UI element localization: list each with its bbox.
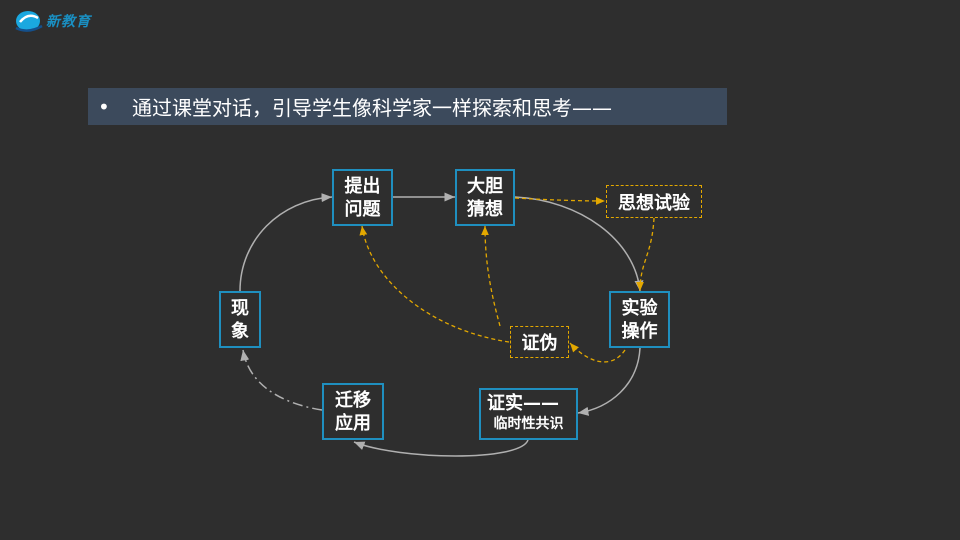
arrow-phenomenon-to-ask — [239, 193, 333, 292]
node-apply-line2: 应用 — [335, 412, 371, 434]
node-experiment-line2: 操作 — [621, 320, 658, 342]
node-verify: 证实—— 临时性共识 — [479, 388, 578, 440]
bullet: • — [98, 94, 110, 119]
node-ask-line2: 问题 — [344, 198, 381, 220]
node-phenomenon-line1: 现 — [231, 297, 249, 319]
title-bar: • 通过课堂对话，引导学生像科学家一样探索和思考—— — [88, 88, 727, 125]
logo: 新教育 — [14, 8, 91, 34]
node-guess-line1: 大胆 — [467, 175, 503, 197]
node-experiment-line1: 实验 — [621, 297, 658, 319]
arrow-guess-to-thought — [514, 197, 606, 205]
node-experiment: 实验 操作 — [609, 291, 670, 348]
node-phenomenon-line2: 象 — [231, 320, 249, 342]
arrow-falsify-to-ask — [359, 225, 510, 343]
arrow-falsify-to-guess — [481, 225, 501, 327]
node-thought-experiment: 思想试验 — [606, 185, 702, 218]
logo-icon — [15, 11, 43, 32]
node-apply-line1: 迁移 — [335, 389, 371, 411]
node-verify-line2: 临时性共识 — [493, 416, 564, 432]
node-phenomenon: 现 象 — [219, 291, 261, 348]
node-verify-line1: 证实—— — [487, 393, 559, 414]
node-falsify-label: 证伪 — [521, 333, 558, 354]
node-guess: 大胆 猜想 — [455, 169, 515, 226]
node-guess-line2: 猜想 — [467, 198, 503, 220]
node-ask-line1: 提出 — [344, 175, 381, 197]
logo-text: 新教育 — [46, 14, 91, 30]
arrow-verify-to-apply — [353, 439, 529, 457]
node-ask: 提出 问题 — [332, 169, 393, 226]
arrow-experiment-to-verify — [577, 347, 641, 416]
arrow-thought-to-experiment — [636, 217, 655, 292]
node-thought-label: 思想试验 — [618, 192, 690, 214]
node-falsify: 证伪 — [510, 326, 569, 358]
node-apply: 迁移 应用 — [322, 383, 384, 440]
title-text: 通过课堂对话，引导学生像科学家一样探索和思考—— — [132, 96, 612, 120]
arrow-experiment-to-falsify — [569, 342, 626, 363]
arrow-apply-to-phenomenon — [240, 349, 323, 411]
